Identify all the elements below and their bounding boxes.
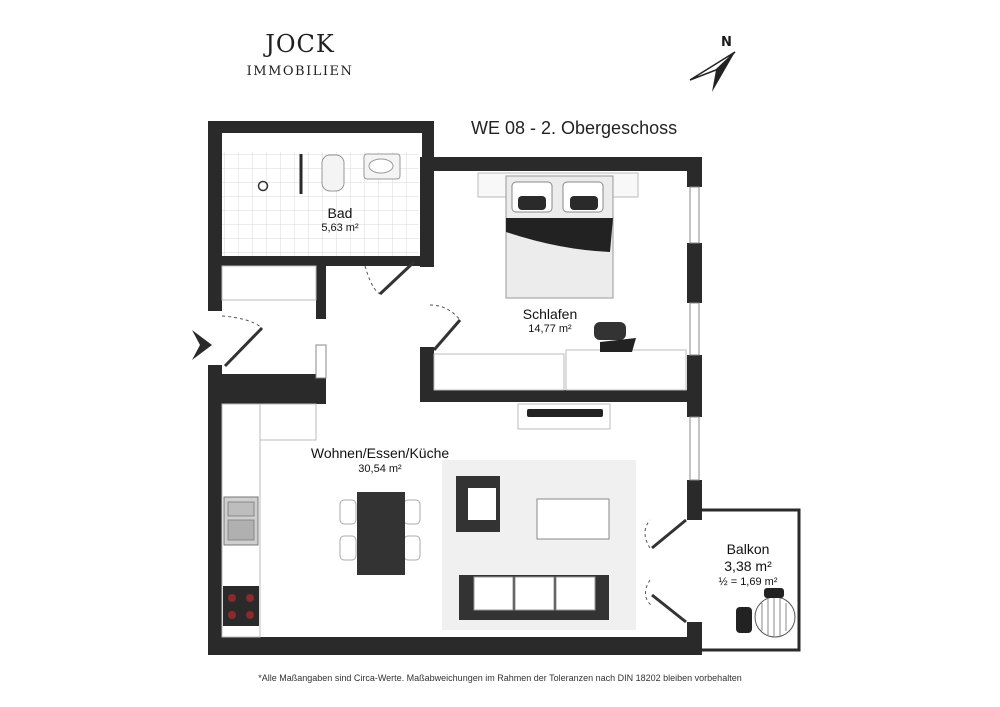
entrance-arrow-icon [192, 330, 212, 360]
tv-icon [527, 409, 603, 417]
plan-title: WE 08 - 2. Obergeschoss [471, 118, 678, 138]
footnote: *Alle Maßangaben sind Circa-Werte. Maßab… [258, 673, 742, 683]
north-arrow-icon [689, 51, 736, 92]
fridge [259, 403, 317, 441]
room-schlafen-name: Schlafen [522, 306, 578, 322]
room-wohnen-name: Wohnen/Essen/Küche [310, 445, 450, 461]
bedroom-wardrobe-right [565, 349, 687, 391]
door-leaves [223, 260, 687, 624]
desk-chair-icon [594, 322, 636, 352]
door-swings [221, 265, 653, 607]
sink-basin [368, 158, 394, 174]
toilet-icon [321, 154, 345, 192]
north-label: N [721, 35, 732, 50]
wardrobe [221, 265, 317, 301]
cooktop-icon [223, 586, 259, 626]
logo-subtitle: IMMOBILIEN [246, 64, 354, 79]
room-bad-area: 5,63 m² [321, 222, 359, 234]
windows [315, 186, 700, 481]
kitchen-sink-icon [223, 496, 259, 546]
cushion-left [518, 196, 546, 210]
cushion-right [570, 196, 598, 210]
bedroom-wardrobe-left [433, 353, 565, 391]
walls [208, 121, 702, 655]
balcony-railing [702, 508, 801, 652]
shower-drain-icon [257, 180, 269, 192]
sofa-cushions [473, 576, 596, 611]
dining-chairs [339, 499, 421, 561]
bed-blanket [506, 218, 613, 252]
room-bad-name: Bad [327, 205, 353, 221]
dining-table [357, 492, 405, 575]
balcony-chair-icon [736, 588, 796, 638]
room-wohnen-area: 30,54 m² [358, 463, 402, 475]
room-schlafen-area: 14,77 m² [528, 323, 572, 335]
coffee-table [536, 498, 610, 540]
room-balkon-area-half: ½ = 1,69 m² [718, 576, 778, 588]
room-balkon-name: Balkon [726, 541, 770, 557]
armchair-seat [468, 488, 496, 520]
room-balkon-area: 3,38 m² [724, 558, 772, 574]
logo-name: JOCK [265, 30, 335, 58]
